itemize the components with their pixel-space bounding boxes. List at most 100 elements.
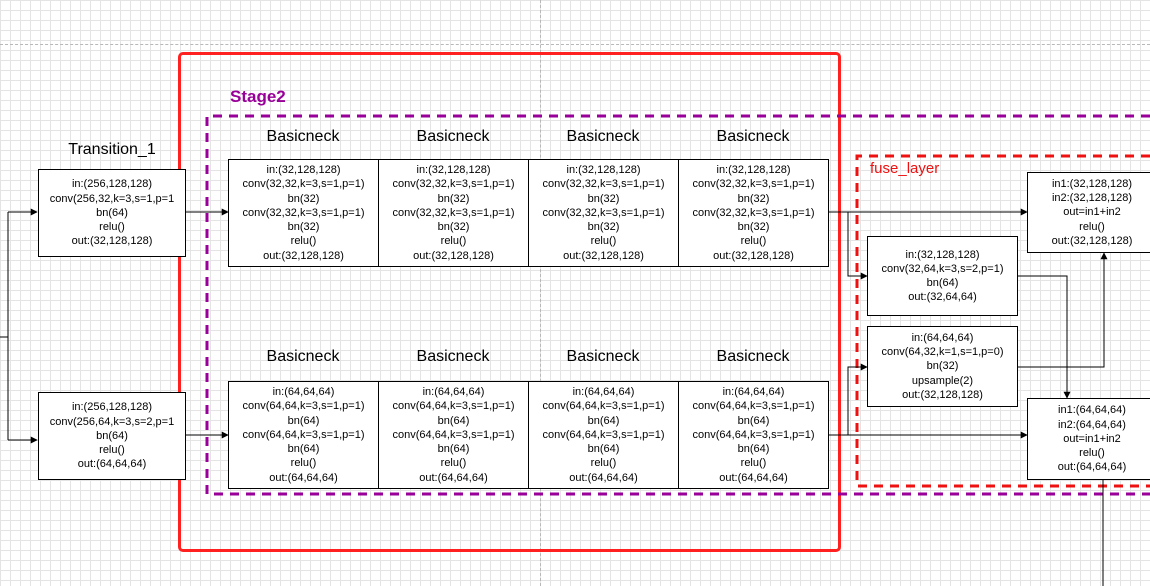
box-line: conv(256,32,k=3,s=1,p=1 bbox=[49, 192, 175, 205]
box-line: conv(32,32,k=3,s=1,p=1) bbox=[392, 206, 515, 219]
box-line: bn(32) bbox=[926, 360, 959, 373]
box-line: relu() bbox=[590, 235, 617, 248]
stage2-outer-frame[interactable] bbox=[178, 52, 841, 552]
box-line: in2:(32,128,128) bbox=[1051, 192, 1133, 205]
box-line: bn(64) bbox=[926, 277, 959, 289]
box-line: conv(64,64,k=3,s=1,p=1) bbox=[392, 400, 515, 413]
box-line: bn(64) bbox=[96, 206, 128, 219]
basicneck-bottom-3[interactable]: in:(64,64,64)conv(64,64,k=3,s=1,p=1)bn(6… bbox=[528, 381, 679, 489]
box-line: bn(32) bbox=[737, 221, 770, 234]
box-line: out:(64,64,64) bbox=[77, 458, 147, 471]
box-line: relu() bbox=[99, 221, 125, 234]
box-line: bn(32) bbox=[437, 192, 470, 205]
box-line: conv(64,64,k=3,s=1,p=1) bbox=[542, 400, 665, 413]
basicneck-top-2[interactable]: in:(32,128,128)conv(32,32,k=3,s=1,p=1)bn… bbox=[378, 159, 529, 267]
block-title-bottom-1: Basicneck bbox=[266, 348, 340, 365]
box-line: in:(256,128,128) bbox=[71, 401, 153, 414]
box-line: in1:(32,128,128) bbox=[1051, 177, 1133, 190]
box-line: conv(64,64,k=3,s=1,p=1) bbox=[242, 400, 365, 413]
box-line: relu() bbox=[290, 457, 317, 470]
box-line: bn(64) bbox=[96, 429, 128, 442]
transition-title: Transition_1 bbox=[68, 141, 156, 158]
box-line: in:(64,64,64) bbox=[911, 331, 974, 344]
box-line: out:(64,64,64) bbox=[1057, 461, 1127, 474]
box-line: relu() bbox=[740, 235, 767, 248]
box-line: upsample(2) bbox=[911, 374, 974, 387]
block-title-top-3: Basicneck bbox=[566, 128, 640, 145]
box-line: out:(64,64,64) bbox=[269, 471, 338, 484]
fuse-layer-title: fuse_layer bbox=[870, 160, 940, 177]
box-line: conv(64,32,k=1,s=1,p=0) bbox=[881, 346, 1004, 359]
box-line: relu() bbox=[1079, 220, 1105, 233]
arrow-downsample-to-add-bottom bbox=[1018, 275, 1071, 399]
box-line: relu() bbox=[440, 457, 467, 470]
fuse-downsample-box[interactable]: in:(32,128,128)conv(32,64,k=3,s=2,p=1) bn… bbox=[867, 236, 1018, 316]
box-line: in:(64,64,64) bbox=[272, 386, 335, 399]
box-line: out:(64,64,64) bbox=[569, 471, 638, 484]
box-line: bn(32) bbox=[287, 192, 320, 205]
box-line: relu() bbox=[590, 457, 617, 470]
box-line: bn(32) bbox=[587, 221, 620, 234]
box-line: in:(32,128,128) bbox=[566, 164, 641, 177]
box-line: out:(32,128,128) bbox=[263, 249, 344, 262]
box-line: out:(32,128,128) bbox=[71, 235, 153, 248]
box-line: conv(256,64,k=3,s=2,p=1 bbox=[49, 415, 175, 428]
box-line: out=in1+in2 bbox=[1063, 206, 1121, 219]
box-line: relu() bbox=[1079, 447, 1105, 460]
stage2-title: Stage2 bbox=[230, 87, 286, 106]
fuse-add-top-box[interactable]: in1:(32,128,128) in2:(32,128,128)out=in1+… bbox=[1027, 172, 1150, 253]
canvas-guide-vertical bbox=[540, 0, 541, 586]
box-line: relu() bbox=[290, 235, 317, 248]
box-line: out:(32,128,128) bbox=[902, 388, 983, 401]
box-line: conv(32,32,k=3,s=1,p=1) bbox=[542, 206, 665, 219]
box-line: conv(64,64,k=3,s=1,p=1) bbox=[392, 428, 515, 441]
box-line: bn(32) bbox=[587, 192, 620, 205]
basicneck-top-4[interactable]: in:(32,128,128)conv(32,32,k=3,s=1,p=1)bn… bbox=[678, 159, 829, 267]
basicneck-bottom-1[interactable]: in:(64,64,64)conv(64,64,k=3,s=1,p=1)bn(6… bbox=[228, 381, 379, 489]
canvas-guide-horizontal bbox=[0, 44, 1150, 45]
box-line: bn(64) bbox=[737, 443, 770, 456]
box-line: bn(64) bbox=[437, 443, 470, 456]
block-title-top-4: Basicneck bbox=[716, 128, 790, 145]
block-title-top-1: Basicneck bbox=[266, 128, 340, 145]
arrow-upsample-to-add-top bbox=[1018, 252, 1108, 368]
box-line: bn(32) bbox=[287, 221, 320, 234]
arrow-top-branch-to-downsample bbox=[847, 212, 868, 280]
box-line: conv(64,64,k=3,s=1,p=1) bbox=[242, 428, 365, 441]
box-line: bn(64) bbox=[437, 414, 470, 427]
box-line: conv(32,32,k=3,s=1,p=1) bbox=[542, 178, 665, 191]
box-line: in:(64,64,64) bbox=[572, 386, 635, 399]
box-line: conv(64,64,k=3,s=1,p=1) bbox=[692, 400, 815, 413]
box-line: conv(32,32,k=3,s=1,p=1) bbox=[692, 178, 815, 191]
box-line: out:(32,128,128) bbox=[713, 249, 794, 262]
basicneck-top-1[interactable]: in:(32,128,128)conv(32,32,k=3,s=1,p=1)bn… bbox=[228, 159, 379, 267]
stage2-inner-frame bbox=[205, 114, 1150, 496]
box-line: bn(64) bbox=[587, 414, 620, 427]
box-line: out:(32,128,128) bbox=[413, 249, 494, 262]
block-title-bottom-3: Basicneck bbox=[566, 348, 640, 365]
basicneck-bottom-2[interactable]: in:(64,64,64)conv(64,64,k=3,s=1,p=1)bn(6… bbox=[378, 381, 529, 489]
box-line: bn(64) bbox=[287, 443, 320, 456]
box-line: bn(64) bbox=[737, 414, 770, 427]
box-line: bn(64) bbox=[287, 414, 320, 427]
fuse-layer-frame bbox=[855, 154, 1150, 488]
box-line: out:(64,64,64) bbox=[719, 471, 788, 484]
box-line: conv(32,32,k=3,s=1,p=1) bbox=[692, 206, 815, 219]
box-line: relu() bbox=[740, 457, 767, 470]
box-line: relu() bbox=[99, 444, 125, 457]
fuse-upsample-box[interactable]: in:(64,64,64) conv(64,32,k=1,s=1,p=0)bn(3… bbox=[867, 326, 1018, 407]
box-line: bn(32) bbox=[437, 221, 470, 234]
box-line: out:(32,64,64) bbox=[908, 291, 977, 304]
box-line: bn(64) bbox=[587, 443, 620, 456]
box-line: in1:(64,64,64) bbox=[1058, 404, 1126, 417]
box-line: in:(32,128,128) bbox=[416, 164, 491, 177]
box-line: conv(64,64,k=3,s=1,p=1) bbox=[692, 428, 815, 441]
basicneck-top-3[interactable]: in:(32,128,128)conv(32,32,k=3,s=1,p=1)bn… bbox=[528, 159, 679, 267]
box-line: in:(32,128,128) bbox=[905, 248, 980, 261]
box-line: conv(32,64,k=3,s=2,p=1) bbox=[881, 262, 1004, 275]
basicneck-bottom-4[interactable]: in:(64,64,64)conv(64,64,k=3,s=1,p=1)bn(6… bbox=[678, 381, 829, 489]
